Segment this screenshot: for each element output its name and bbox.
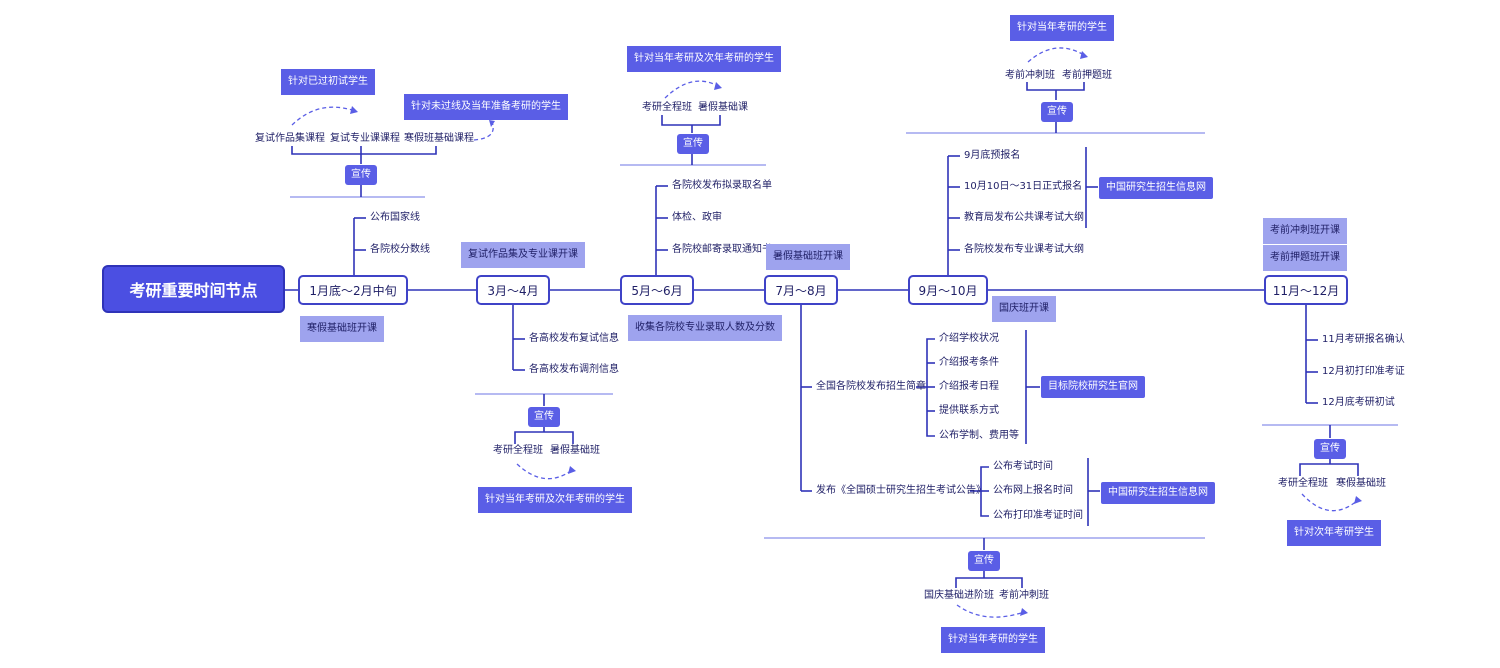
s2-course: 暑假基础班: [550, 445, 600, 456]
s4-tag-summer-class: 暑假基础班开课: [766, 244, 850, 270]
s4-course: 国庆基础进阶班: [924, 590, 994, 601]
s2-course: 考研全程班: [493, 445, 543, 456]
s4-promo-badge: 宣传: [968, 551, 1000, 571]
s6-item: 12月初打印准考证: [1322, 366, 1405, 377]
s5-item: 教育局发布公共课考试大纲: [964, 212, 1084, 223]
s3-course: 考研全程班: [642, 102, 692, 113]
s4-announcement-item: 公布打印准考证时间: [993, 510, 1083, 521]
s4-brochure-item: 提供联系方式: [939, 405, 999, 416]
root-node[interactable]: 考研重要时间节点: [102, 265, 285, 313]
s1-course: 复试专业课课程: [330, 133, 400, 144]
s5-item: 9月底预报名: [964, 150, 1021, 161]
s6-course: 考研全程班: [1278, 478, 1328, 489]
s5-course: 考前押题班: [1062, 70, 1112, 81]
s1-tag-winter-class: 寒假基础班开课: [300, 316, 384, 342]
s4-source-chsi: 中国研究生招生信息网: [1101, 482, 1215, 504]
s1-promo-badge: 宣传: [345, 165, 377, 185]
s2-target: 针对当年考研及次年考研的学生: [478, 487, 632, 513]
s6-item: 12月底考研初试: [1322, 397, 1395, 408]
s4-course: 考前冲刺班: [999, 590, 1049, 601]
s3-item: 各院校发布拟录取名单: [672, 180, 772, 191]
s3-item: 体检、政审: [672, 212, 722, 223]
s3-target: 针对当年考研及次年考研的学生: [627, 46, 781, 72]
s6-tag-prediction-class: 考前押题班开课: [1263, 245, 1347, 271]
s4-announcement-item: 公布考试时间: [993, 461, 1053, 472]
stage-mar-apr[interactable]: 3月～4月: [476, 275, 550, 305]
s1-item: 公布国家线: [370, 212, 420, 223]
s3-item: 各院校邮寄录取通知书: [672, 244, 772, 255]
s1-item: 各院校分数线: [370, 244, 430, 255]
s6-target: 针对次年考研学生: [1287, 520, 1381, 546]
s4-brochure-item: 介绍学校状况: [939, 333, 999, 344]
s4-target: 针对当年考研的学生: [941, 627, 1045, 653]
s3-promo-badge: 宣传: [677, 134, 709, 154]
s3-tag-collect-scores: 收集各院校专业录取人数及分数: [628, 315, 782, 341]
stage-nov-dec[interactable]: 11月～12月: [1264, 275, 1348, 305]
s6-item: 11月考研报名确认: [1322, 334, 1405, 345]
s4-branch-announcement: 发布《全国硕士研究生招生考试公告》: [816, 485, 986, 496]
s5-promo-badge: 宣传: [1041, 102, 1073, 122]
s6-promo-badge: 宣传: [1314, 439, 1346, 459]
stage-may-jun[interactable]: 5月～6月: [620, 275, 694, 305]
s4-brochure-item: 介绍报考条件: [939, 357, 999, 368]
s4-branch-brochure: 全国各院校发布招生简章: [816, 381, 926, 392]
s5-item: 各院校发布专业课考试大纲: [964, 244, 1084, 255]
stage-jan-feb[interactable]: 1月底～2月中旬: [298, 275, 408, 305]
s3-course: 暑假基础课: [698, 102, 748, 113]
s4-announcement-item: 公布网上报名时间: [993, 485, 1073, 496]
s5-tag-national-day-class: 国庆班开课: [992, 296, 1056, 322]
s2-item: 各高校发布复试信息: [529, 333, 619, 344]
s1-target-b: 针对未过线及当年准备考研的学生: [404, 94, 568, 120]
s2-promo-badge: 宣传: [528, 407, 560, 427]
stage-sep-oct[interactable]: 9月～10月: [908, 275, 988, 305]
s5-course: 考前冲刺班: [1005, 70, 1055, 81]
s1-target-a: 针对已过初试学生: [281, 69, 375, 95]
s2-item: 各高校发布调剂信息: [529, 364, 619, 375]
s5-item: 10月10日～31日正式报名: [964, 181, 1083, 192]
s5-target: 针对当年考研的学生: [1010, 15, 1114, 41]
s1-course: 寒假班基础课程: [404, 133, 474, 144]
s6-course: 寒假基础班: [1336, 478, 1386, 489]
s6-tag-sprint-class: 考前冲刺班开课: [1263, 218, 1347, 244]
s4-source-official-site: 目标院校研究生官网: [1041, 376, 1145, 398]
s1-course: 复试作品集课程: [255, 133, 325, 144]
s4-brochure-item: 公布学制、费用等: [939, 430, 1019, 441]
s4-brochure-item: 介绍报考日程: [939, 381, 999, 392]
s5-source-chsi: 中国研究生招生信息网: [1099, 177, 1213, 199]
s2-tag-portfolio-class: 复试作品集及专业课开课: [461, 242, 585, 268]
stage-jul-aug[interactable]: 7月～8月: [764, 275, 838, 305]
